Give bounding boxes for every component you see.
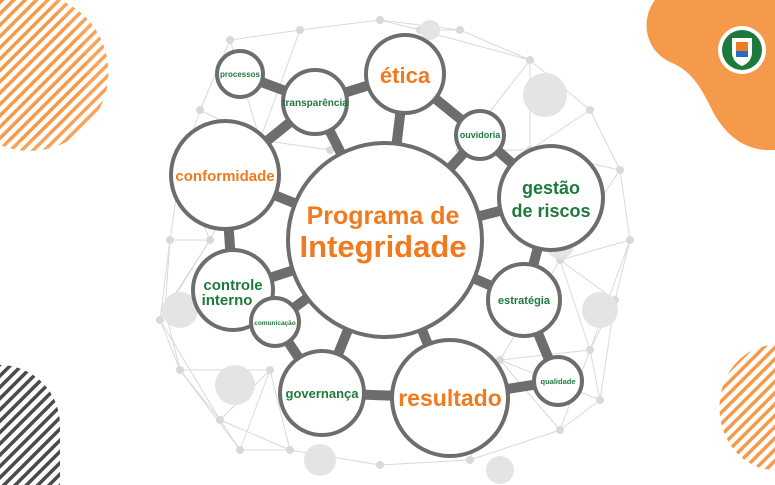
network-edge (499, 359, 561, 431)
network-edge (164, 239, 171, 311)
network-node (376, 461, 384, 469)
network-edge (179, 369, 241, 451)
network-edge (379, 19, 421, 31)
network-node (586, 346, 594, 354)
network-edge (159, 319, 181, 371)
network-node (166, 236, 174, 244)
network-edge (239, 369, 271, 451)
network-edge (614, 239, 631, 301)
network-node (626, 236, 634, 244)
bubble-conformidade (169, 119, 281, 231)
network-node (156, 316, 164, 324)
label-governanca: governança (286, 386, 360, 401)
bubble-comunicacao (249, 296, 301, 348)
label-ouvidoria: ouvidoria (460, 130, 501, 140)
network-node (526, 56, 534, 64)
network-node (582, 292, 618, 328)
label-conformidade: conformidade (175, 168, 274, 185)
label-controle-line2: interno (202, 292, 253, 309)
bubble-governanca (278, 349, 366, 437)
label-etica: ética (380, 63, 431, 88)
network-node (326, 146, 334, 154)
network-node (596, 396, 604, 404)
bubble-center (286, 141, 484, 339)
network-edge (589, 239, 631, 351)
network-edge (559, 239, 631, 261)
label-transparencia: transparência (282, 98, 348, 109)
label-qualidade: qualidade (540, 377, 575, 386)
network-edge (589, 109, 621, 171)
network-node (296, 26, 304, 34)
label-gestao-line1: gestão (522, 178, 580, 198)
bubble-ouvidoria (454, 109, 506, 161)
bubble-etica (364, 33, 446, 115)
bubble-estrategia (486, 262, 562, 338)
network-edge (529, 109, 591, 151)
network-edge (199, 39, 231, 111)
network-edge (379, 459, 471, 466)
network-node (162, 292, 198, 328)
bottom-left-striped-arc (0, 365, 60, 485)
label-processos: processos (220, 70, 261, 79)
network-node (304, 444, 336, 476)
network-edge (299, 19, 381, 31)
top-left-striped-arc (0, 0, 109, 151)
center-title-line2: Integridade (299, 229, 466, 264)
bubble-processos (215, 49, 265, 99)
network-edge (159, 239, 171, 321)
top-right-orange-blob (646, 0, 775, 151)
network-node (376, 16, 384, 24)
network-node (523, 73, 567, 117)
network-edge (219, 419, 291, 451)
network-node (286, 446, 294, 454)
network-node (215, 365, 255, 405)
label-resultado: resultado (398, 385, 502, 411)
network-node (226, 36, 234, 44)
bubble-resultado (390, 338, 510, 458)
label-controle-line1: controle (203, 277, 262, 294)
bubble-transparencia (281, 68, 349, 136)
network-edge (619, 169, 631, 241)
network-edge (559, 399, 601, 431)
bubble-gestao (497, 144, 605, 252)
right-striped-arc (719, 345, 775, 470)
network-node (586, 106, 594, 114)
network-edge (379, 19, 461, 31)
network-edge (229, 29, 301, 41)
labels: Programa de Integridade ética processos … (175, 63, 590, 411)
bubble-qualidade (532, 355, 584, 407)
network-edge (469, 429, 561, 461)
network-node (236, 446, 244, 454)
logo-badge (718, 26, 766, 74)
network-node (206, 236, 214, 244)
center-title-line1: Programa de (307, 202, 460, 230)
network-edge (459, 29, 531, 61)
network-edge (269, 369, 291, 451)
network-node (420, 20, 440, 40)
network-node (216, 416, 224, 424)
network-node (456, 26, 464, 34)
network-node (176, 366, 184, 374)
network-node (616, 166, 624, 174)
network-edge (589, 349, 601, 401)
network-node (466, 456, 474, 464)
label-estrategia: estratégia (498, 295, 551, 307)
bubbles (169, 33, 605, 458)
label-gestao-line2: de riscos (511, 201, 590, 221)
network-edge (559, 259, 591, 351)
network-node (266, 366, 274, 374)
network-node (556, 426, 564, 434)
label-comunicacao: comunicação (254, 320, 296, 327)
network-node (486, 456, 514, 484)
network-node (196, 106, 204, 114)
